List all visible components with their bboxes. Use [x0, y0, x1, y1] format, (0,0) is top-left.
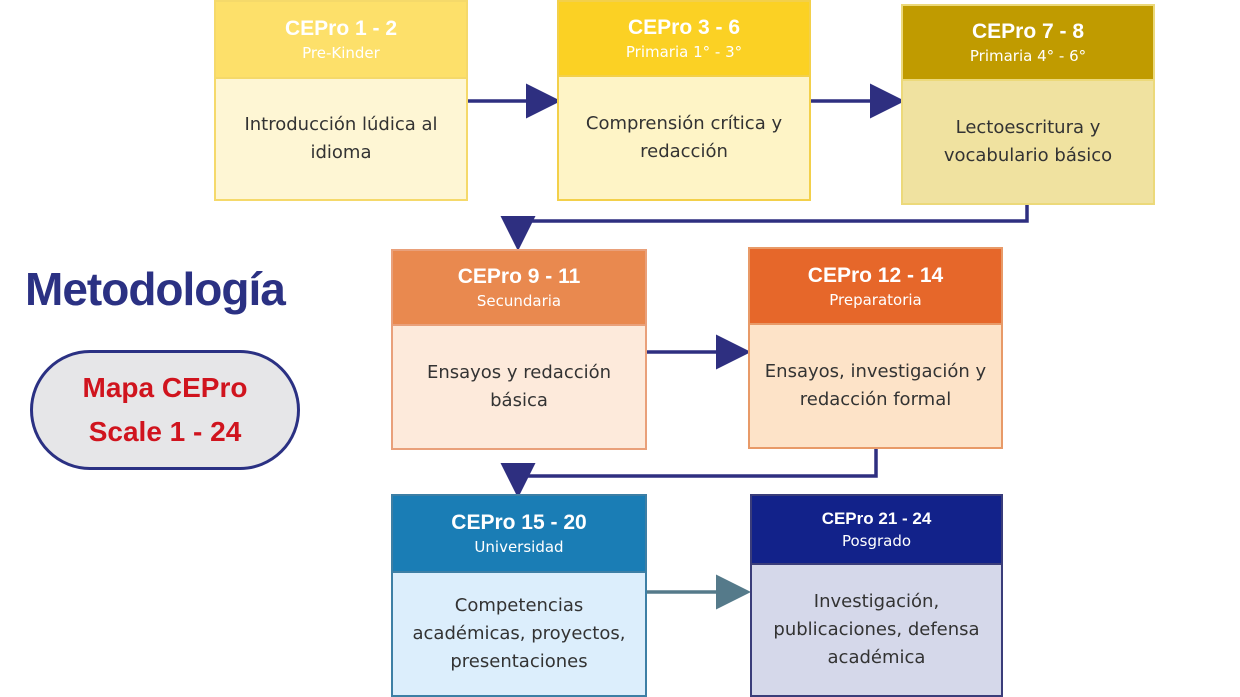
stage-subtitle: Pre-Kinder — [302, 44, 380, 62]
stage-card: CEPro 15 - 20 Universidad Competencias a… — [391, 494, 647, 697]
stage-subtitle: Secundaria — [476, 292, 562, 310]
arrow-3-4 — [500, 205, 1029, 251]
badge-line-2: Scale 1 - 24 — [88, 416, 242, 447]
stage-header: CEPro 3 - 6 Primaria 1° - 3° — [559, 2, 809, 75]
stage-subtitle: Preparatoria — [829, 290, 922, 309]
stage-title: CEPro 7 - 8 — [971, 20, 1085, 43]
stage-card: CEPro 1 - 2 Pre-Kinder Introducción lúdi… — [214, 0, 468, 201]
stage-subtitle: Primaria 1° - 3° — [625, 43, 743, 61]
stage-header: CEPro 12 - 14 Preparatoria — [750, 249, 1001, 323]
stage-title: CEPro 15 - 20 — [451, 511, 587, 534]
stage-subtitle: Primaria 4° - 6° — [969, 47, 1087, 65]
stage-card: CEPro 9 - 11 Secundaria Ensayos y redacc… — [391, 249, 647, 450]
stage-header: CEPro 1 - 2 Pre-Kinder — [216, 2, 466, 77]
scale-badge: Mapa CEPro Scale 1 - 24 — [30, 350, 300, 470]
stage-card: CEPro 21 - 24 Posgrado Investigación, pu… — [750, 494, 1003, 697]
stage-subtitle: Universidad — [474, 538, 564, 556]
stage-description: Investigación, publicaciones, defensa ac… — [752, 563, 1001, 695]
stage-subtitle: Posgrado — [841, 532, 912, 550]
page-title: Metodología — [25, 263, 286, 315]
stage-title: CEPro 9 - 11 — [457, 265, 581, 288]
stage-description: Lectoescritura y vocabulario básico — [903, 79, 1153, 203]
stage-header: CEPro 7 - 8 Primaria 4° - 6° — [903, 6, 1153, 79]
arrow-5-6 — [500, 449, 878, 498]
badge-line-1: Mapa CEPro — [82, 372, 248, 403]
stage-card: CEPro 12 - 14 Preparatoria Ensayos, inve… — [748, 247, 1003, 449]
stage-title: CEPro 1 - 2 — [284, 17, 398, 40]
stage-description: Comprensión crítica y redacción — [559, 75, 809, 199]
stage-header: CEPro 21 - 24 Posgrado — [752, 496, 1001, 563]
stage-description: Ensayos, investigación y redacción forma… — [750, 323, 1001, 447]
stage-title: CEPro 3 - 6 — [627, 16, 741, 39]
stage-title: CEPro 21 - 24 — [821, 509, 932, 528]
stage-description: Introducción lúdica al idioma — [216, 77, 466, 199]
stage-header: CEPro 9 - 11 Secundaria — [393, 251, 645, 324]
stage-header: CEPro 15 - 20 Universidad — [393, 496, 645, 571]
stage-description: Competencias académicas, proyectos, pres… — [393, 571, 645, 695]
stage-description: Ensayos y redacción básica — [393, 324, 645, 448]
stage-title: CEPro 12 - 14 — [807, 263, 944, 287]
stage-card: CEPro 3 - 6 Primaria 1° - 3° Comprensión… — [557, 0, 811, 201]
stage-card: CEPro 7 - 8 Primaria 4° - 6° Lectoescrit… — [901, 4, 1155, 205]
